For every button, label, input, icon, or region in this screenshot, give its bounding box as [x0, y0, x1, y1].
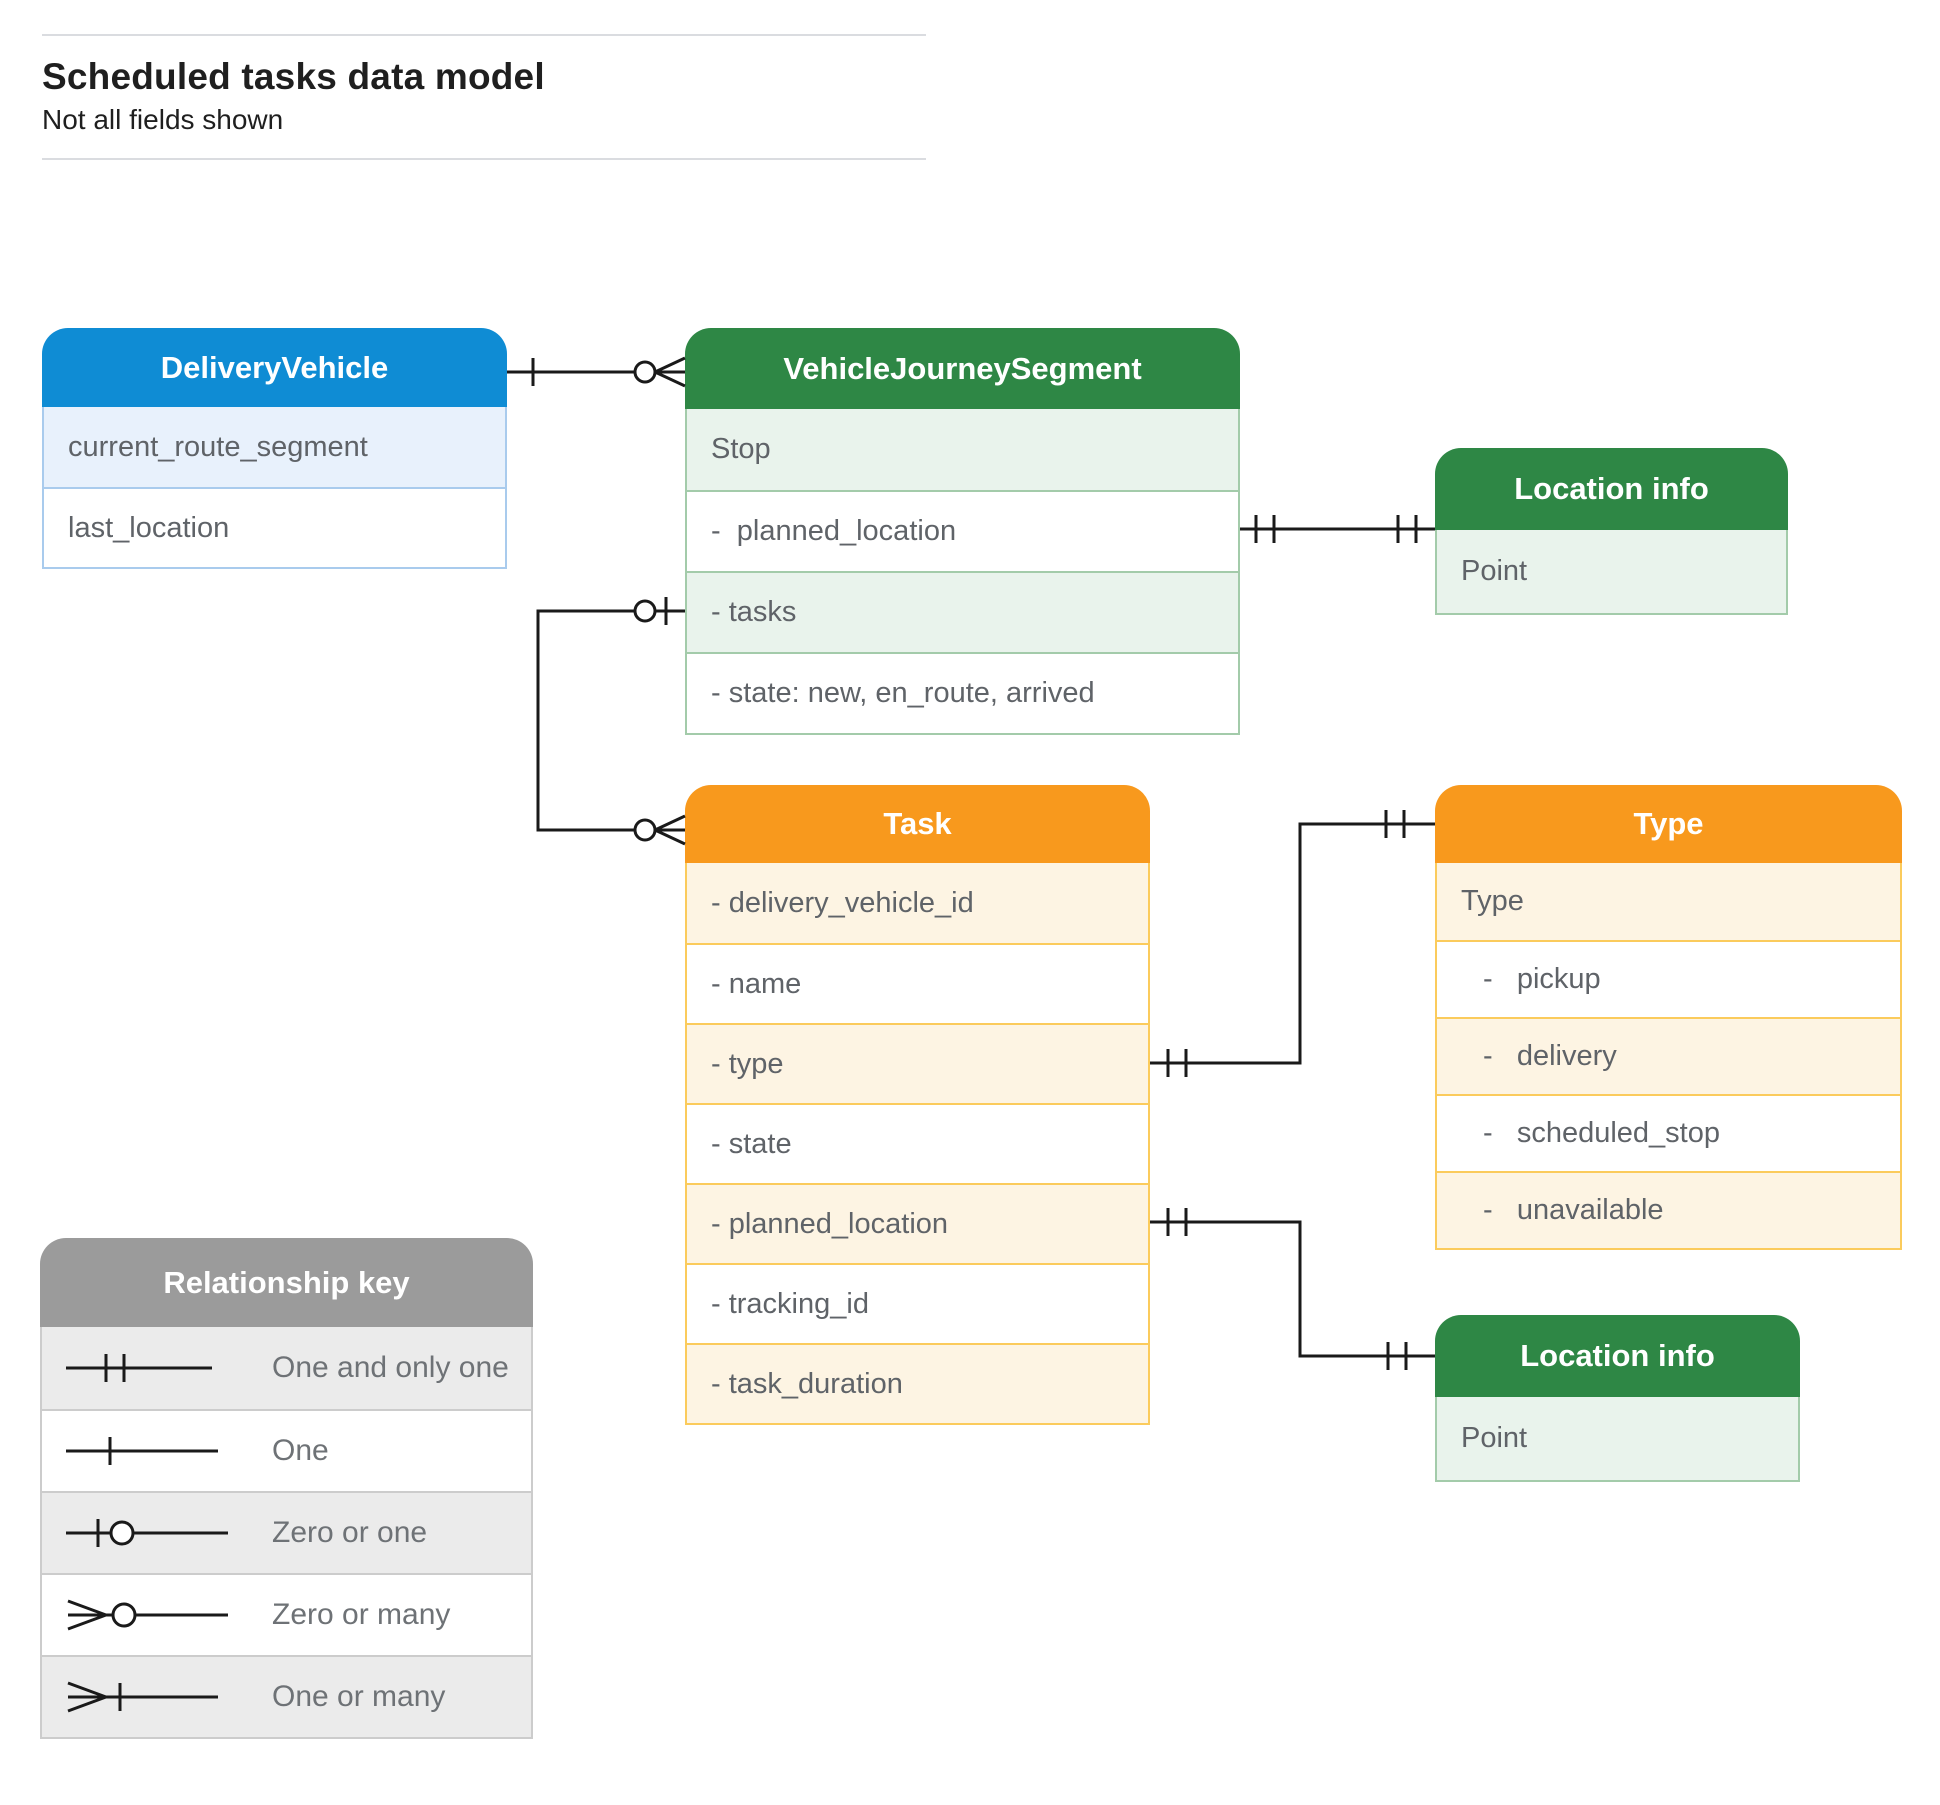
field-point: Point	[1437, 1397, 1798, 1480]
value-pickup: - pickup	[1437, 940, 1900, 1017]
field-stop: Stop	[687, 409, 1238, 490]
entity-vehicle-journey-segment: VehicleJourneySegment Stop - planned_loc…	[685, 328, 1240, 735]
one-or-many-icon	[67, 1681, 218, 1713]
legend-item-zero-or-one: Zero or one	[42, 1491, 531, 1573]
entity-location-info-top-header: Location info	[1435, 448, 1788, 530]
field-point: Point	[1437, 530, 1786, 613]
legend-label: Zero or many	[272, 1598, 451, 1631]
field-type: - type	[687, 1023, 1148, 1103]
entity-delivery-vehicle: DeliveryVehicle current_route_segment la…	[42, 328, 507, 569]
legend-label: One or many	[272, 1680, 446, 1713]
field-planned-location: - planned_location	[687, 1183, 1148, 1263]
value-delivery: - delivery	[1437, 1017, 1900, 1094]
one-and-only-one-icon	[66, 1354, 212, 1382]
field-tracking-id: - tracking_id	[687, 1263, 1148, 1343]
zero-or-many-icon	[67, 1599, 228, 1631]
page-title: Scheduled tasks data model	[42, 56, 545, 97]
legend-label: One	[272, 1434, 329, 1467]
entity-type-header: Type	[1435, 785, 1902, 863]
entity-location-info-top: Location info Point	[1435, 448, 1788, 615]
entity-task: Task - delivery_vehicle_id - name - type…	[685, 785, 1150, 1425]
relationship-key-header: Relationship key	[40, 1238, 533, 1327]
one-icon	[66, 1437, 218, 1465]
field-name: - name	[687, 943, 1148, 1023]
connector-plannedlocation-to-locationinfo-top	[1240, 515, 1435, 543]
field-current-route-segment: current_route_segment	[44, 407, 505, 487]
entity-type: Type Type - pickup - delivery - schedule…	[1435, 785, 1902, 1250]
entity-location-info-bottom: Location info Point	[1435, 1315, 1800, 1482]
connector-taskplannedlocation-to-locationinfo-bottom	[1150, 1208, 1435, 1370]
connector-tasks-to-task	[536, 597, 686, 846]
connector-deliveryvehicle-to-vehiclejourneysegment	[507, 356, 686, 388]
entity-location-info-bottom-header: Location info	[1435, 1315, 1800, 1397]
value-scheduled-stop: - scheduled_stop	[1437, 1094, 1900, 1171]
page-subtitle: Not all fields shown	[42, 104, 284, 135]
field-state: - state: new, en_route, arrived	[687, 652, 1238, 733]
legend-item-one-or-many: One or many	[42, 1655, 531, 1737]
field-tasks: - tasks	[687, 571, 1238, 652]
legend-label: One and only one	[272, 1351, 509, 1384]
legend-item-one: One	[42, 1409, 531, 1491]
entity-delivery-vehicle-header: DeliveryVehicle	[42, 328, 507, 407]
top-divider	[42, 34, 926, 36]
entity-vehicle-journey-segment-header: VehicleJourneySegment	[685, 328, 1240, 409]
legend-item-zero-or-many: Zero or many	[42, 1573, 531, 1655]
field-task-duration: - task_duration	[687, 1343, 1148, 1423]
field-type-label: Type	[1437, 863, 1900, 940]
zero-or-one-icon	[66, 1519, 228, 1547]
title-divider	[42, 158, 926, 160]
field-last-location: last_location	[44, 487, 505, 567]
value-unavailable: - unavailable	[1437, 1171, 1900, 1248]
entity-task-header: Task	[685, 785, 1150, 863]
legend-item-one-and-only-one: One and only one	[42, 1327, 531, 1409]
field-planned-location: - planned_location	[687, 490, 1238, 571]
field-delivery-vehicle-id: - delivery_vehicle_id	[687, 863, 1148, 943]
connector-tasktype-to-type	[1150, 810, 1435, 1077]
field-state: - state	[687, 1103, 1148, 1183]
legend-label: Zero or one	[272, 1516, 428, 1549]
relationship-key-legend: Relationship key One and only one One Ze…	[40, 1238, 533, 1739]
